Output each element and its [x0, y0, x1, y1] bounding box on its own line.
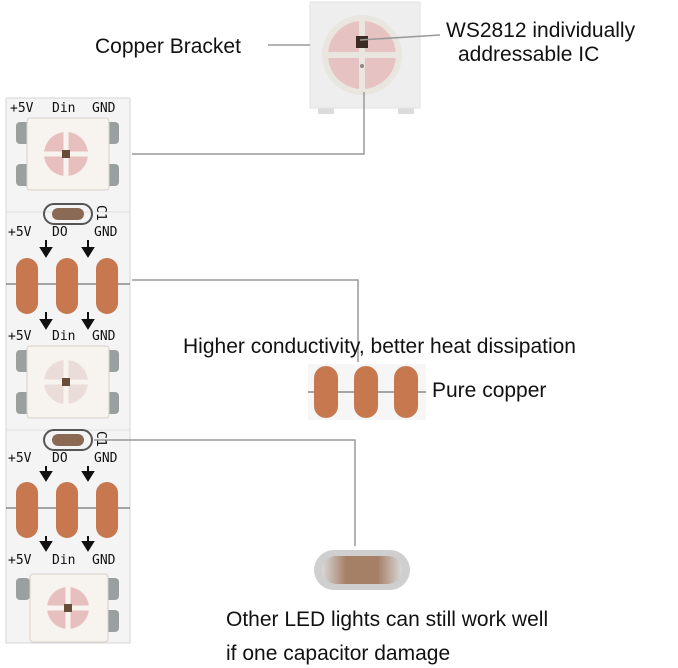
pure-copper-pads: [308, 364, 426, 420]
led-unit-2: [16, 345, 119, 419]
label-c1: C1: [93, 431, 108, 447]
label-plus5v: +5V: [8, 329, 32, 344]
label-din: Din: [52, 101, 75, 116]
label-c1: C1: [93, 205, 108, 221]
capacitor-closeup: [314, 550, 410, 590]
copper-pads-2: [6, 482, 130, 538]
label-din: Din: [52, 329, 75, 344]
label-plus5v: +5V: [8, 225, 32, 240]
capacitor-2: [43, 429, 93, 451]
label-plus5v: +5V: [8, 553, 32, 568]
label-gnd: GND: [94, 451, 118, 466]
capacitor-1: [43, 203, 93, 225]
label-gnd: GND: [94, 225, 118, 240]
label-gnd: GND: [92, 553, 116, 568]
label-plus5v: +5V: [10, 101, 34, 116]
ic-label-line1: WS2812 individually: [446, 19, 636, 42]
leader-lines: [94, 34, 441, 546]
led-unit-3: [16, 573, 119, 643]
strip-labels: +5V Din GND C1 +5V DO GND +5V Din GND C1…: [8, 101, 118, 568]
arrow-icons-2: [39, 466, 95, 552]
capacitor-label-line1: Other LED lights can still work well: [226, 608, 548, 631]
pure-copper-label: Pure copper: [432, 379, 546, 402]
conductivity-label: Higher conductivity, better heat dissipa…: [183, 335, 576, 358]
label-plus5v: +5V: [8, 451, 32, 466]
label-do: DO: [52, 225, 68, 240]
arrow-icons-1: [39, 240, 95, 330]
copper-bracket-label: Copper Bracket: [95, 35, 241, 58]
label-din: Din: [52, 553, 75, 568]
label-do: DO: [52, 451, 68, 466]
label-gnd: GND: [92, 101, 116, 116]
capacitor-label-line2: if one capacitor damage: [226, 642, 450, 665]
led-unit-1: [16, 117, 119, 191]
label-gnd: GND: [92, 329, 116, 344]
copper-pads-1: [6, 258, 130, 314]
ic-label-line2: addressable IC: [458, 43, 599, 66]
led-package-closeup: [309, 1, 421, 114]
callout-labels: Copper Bracket WS2812 individually addre…: [95, 19, 636, 665]
